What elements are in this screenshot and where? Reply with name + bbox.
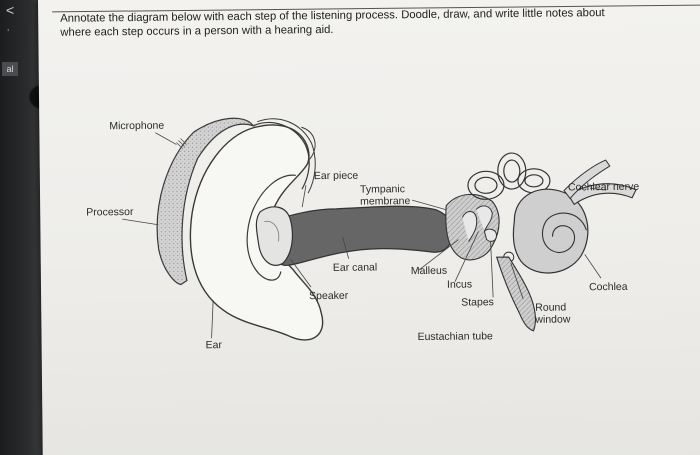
worksheet: Annotate the diagram below with each ste… [38,0,700,455]
laptop-tab-label: al [2,62,18,76]
label-cochlear-nerve: Cochlear nerve [568,181,639,194]
ear-canal [267,205,454,267]
label-incus: Incus [447,278,472,290]
label-round-window-line-2: window [534,313,571,325]
label-cochlea: Cochlea [589,281,628,293]
label-tympanic-line-1: Tympanic [360,183,405,195]
chevron-left-icon[interactable]: < [6,2,15,18]
processor-casing [156,117,255,286]
laptop-edge: < ’ al [0,0,40,455]
label-eustachian-tube: Eustachian tube [417,330,493,343]
label-speaker: Speaker [309,290,349,302]
stapes-bone [483,228,497,242]
eustachian-tube [495,256,536,332]
helix-rim [301,126,316,160]
label-ear-canal: Ear canal [333,261,377,273]
hearing-aid-diagram: Annotate the diagram below with each ste… [52,4,700,351]
label-malleus: Malleus [411,265,447,277]
incus-bone [475,205,493,232]
cochlea-spiral [542,212,587,254]
instructions-line-1: Annotate the diagram below with each ste… [60,7,605,25]
cochlear-nerve [567,183,637,206]
cochlear-nerve-branch [563,159,611,200]
label-ear: Ear [206,339,223,351]
label-tympanic-line-2: membrane [360,195,410,208]
tick-mark: ’ [7,28,10,39]
top-rule-line [52,4,700,13]
label-round-window-line-1: Round [535,301,566,313]
ear-piece-detail [264,220,280,242]
label-processor: Processor [86,206,134,218]
malleus-bone [461,210,478,242]
cochlea [512,188,589,274]
leader-lines [122,132,607,339]
label-ear-piece: Ear piece [314,170,359,182]
connector-wire [253,122,310,190]
instructions-line-2: where each step occurs in a person with … [59,24,333,39]
label-stapes: Stapes [461,296,494,308]
semicircular-canals [467,152,551,200]
connector-wire-outer [257,118,316,194]
label-microphone: Microphone [109,120,164,133]
antihelix-fold [246,174,296,281]
microphone-grille [176,138,187,149]
